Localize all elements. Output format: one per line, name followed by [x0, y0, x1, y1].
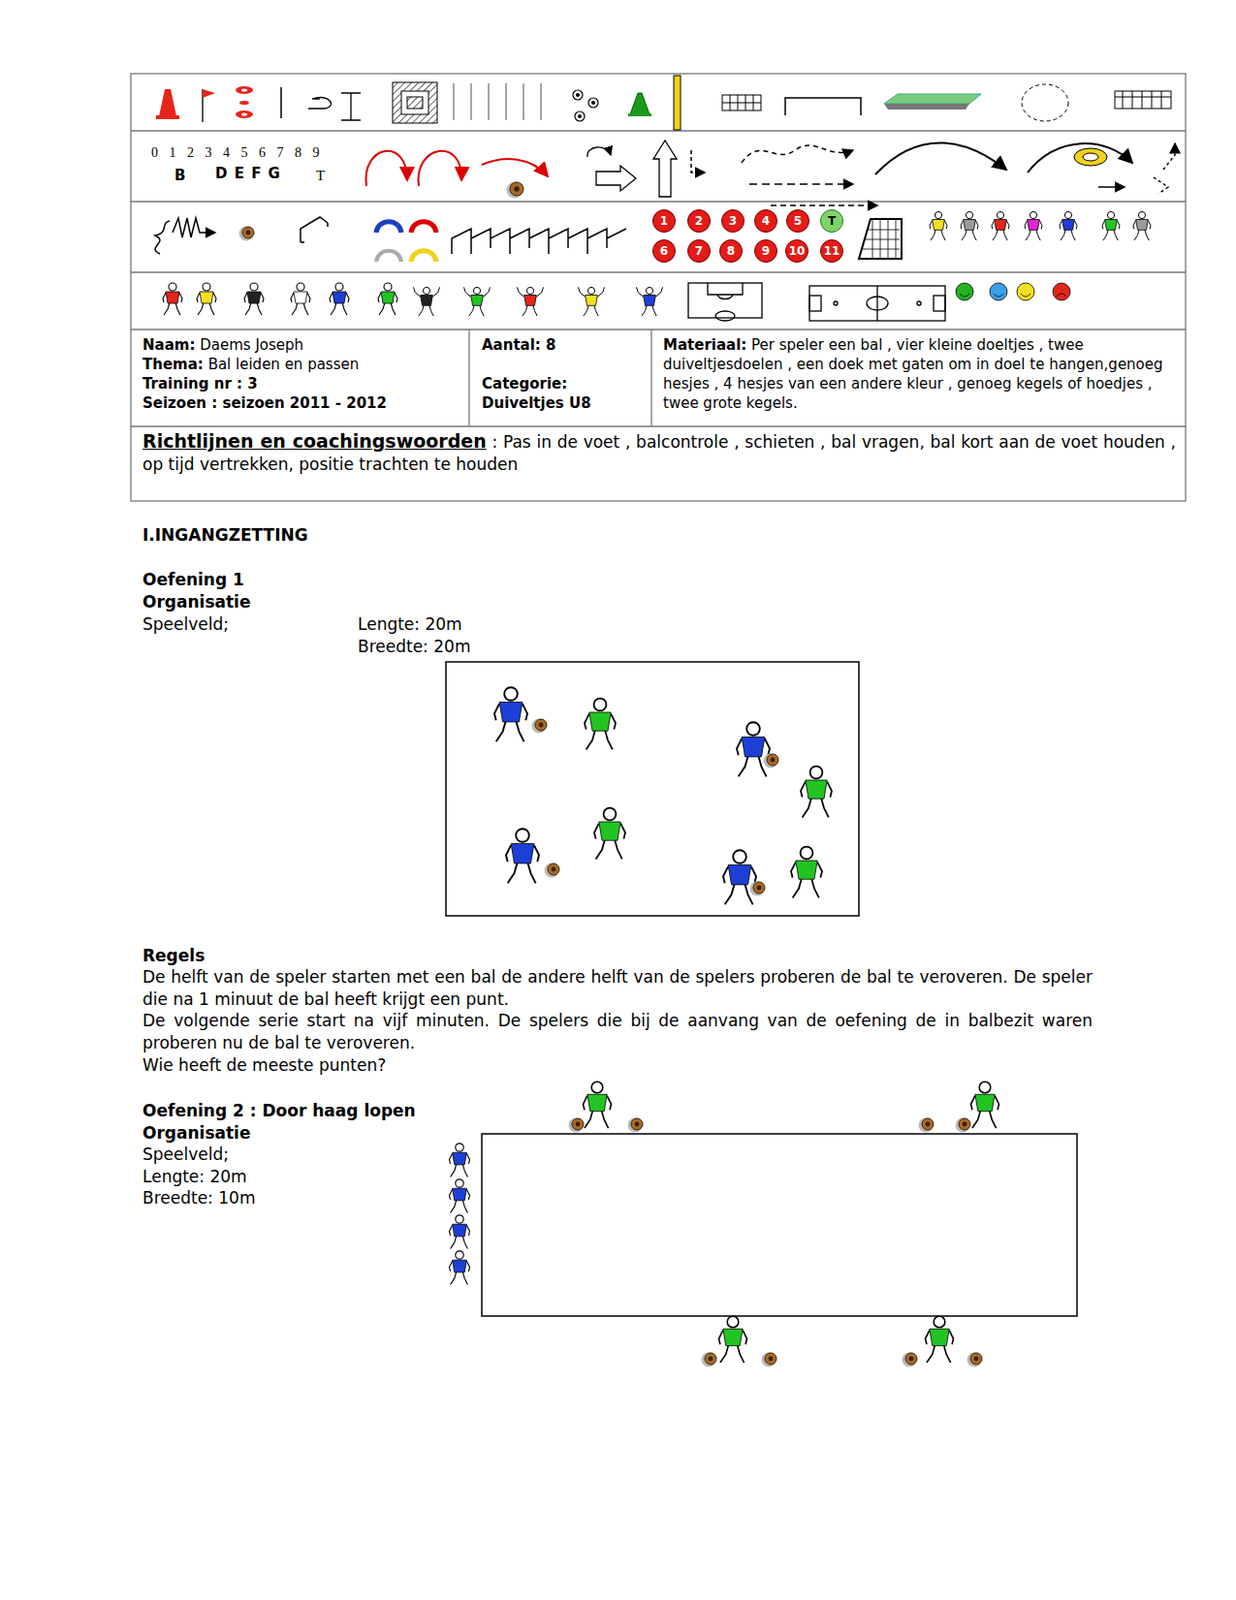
- body-text: Wie heeft de meeste punten?: [142, 1054, 386, 1078]
- heading: Oefening 1: [142, 569, 245, 592]
- table-grid: [130, 73, 1186, 502]
- body-text: Lengte: 20m: [357, 613, 463, 636]
- text-line: Seizoen : seizoen 2011 - 2012: [142, 393, 463, 413]
- coaching-heading: Richtlijnen en coachingswoorden: [142, 430, 487, 452]
- text-line: Duiveltjes U8: [481, 393, 645, 413]
- body-text: Speelveld;: [142, 1143, 229, 1167]
- number-circle: 2: [687, 209, 711, 233]
- cell-text: Daems Joseph: [199, 336, 304, 354]
- text-line: Training nr : 3: [142, 374, 463, 394]
- heading: Regels: [142, 945, 205, 968]
- heading: I.INGANGZETTING: [142, 524, 309, 547]
- cell-text: Aantal: 8: [481, 336, 557, 354]
- circle-number: 5: [793, 214, 802, 228]
- symbol-text: 0 1 2 3 4 5 6 7 8 9: [151, 141, 324, 164]
- cell-text: Seizoen : seizoen 2011 - 2012: [142, 394, 387, 412]
- number-circle: 6: [652, 239, 676, 263]
- circle-number: 4: [761, 214, 770, 228]
- number-circle: T: [820, 209, 844, 233]
- body-text: Breedte: 20m: [357, 635, 471, 659]
- circle-number: 1: [660, 214, 668, 228]
- cell-text: Duiveltjes U8: [481, 394, 592, 412]
- cell-text: Materiaal:: [663, 336, 747, 354]
- circle-number: 10: [789, 244, 806, 258]
- body-text: Speelveld;: [142, 613, 229, 636]
- text-line: Naam: Daems Joseph: [142, 335, 463, 355]
- symbol-text: D E F G: [215, 162, 282, 186]
- text-line: Categorie:: [481, 374, 645, 394]
- number-circle: 1: [652, 209, 676, 233]
- cell-text: Bal leiden en passen: [208, 355, 360, 374]
- heading: Organisatie: [142, 1122, 251, 1145]
- smiley: [955, 283, 1071, 301]
- heading: Oefening 2 : Door haag lopen: [142, 1100, 416, 1123]
- cell-text: Naam:: [142, 336, 195, 354]
- body-text: Breedte: 10m: [142, 1187, 255, 1210]
- number-circle: 5: [786, 209, 810, 233]
- text-line: [481, 354, 645, 375]
- symbol-row: [688, 283, 946, 321]
- circle-number: 3: [728, 214, 737, 228]
- circle-number: 8: [727, 244, 735, 258]
- text-line: Thema: Bal leiden en passen: [142, 354, 463, 375]
- cell-text: Thema:: [142, 355, 204, 374]
- coaching-box: Richtlijnen en coachingswoorden : Pas in…: [142, 430, 1176, 499]
- body-text: De helft van de speler starten met een b…: [142, 966, 1093, 1012]
- number-circle: 7: [687, 239, 711, 263]
- circle-number: 6: [660, 244, 668, 258]
- cell-text: Categorie:: [481, 375, 568, 393]
- info-cell: Materiaal: Per speler een bal , vier kle…: [663, 335, 1177, 423]
- number-circle: 10: [785, 239, 809, 263]
- circle-number: 11: [824, 244, 841, 258]
- number-circle: 8: [719, 239, 743, 263]
- circle-number: 7: [695, 244, 703, 258]
- symbol-row: [365, 140, 1175, 197]
- body-text: De volgende serie start na vijf minuten.…: [142, 1010, 1093, 1055]
- symbol-row: [156, 75, 1172, 130]
- number-circle: 9: [754, 239, 778, 263]
- playing-field: [445, 662, 859, 917]
- info-cell: Naam: Daems JosephThema: Bal leiden en p…: [142, 335, 463, 423]
- text-line: Aantal: 8: [481, 335, 645, 355]
- heading: Organisatie: [142, 591, 251, 614]
- body-text: Lengte: 20m: [142, 1166, 248, 1189]
- number-circle: 3: [721, 209, 745, 233]
- playing-field: [481, 1134, 1078, 1317]
- circle-number: 2: [695, 214, 703, 228]
- cell-text: Training nr : 3: [142, 375, 258, 393]
- circle-number: T: [827, 214, 836, 228]
- info-cell: Aantal: 8 Categorie:Duiveltjes U8: [481, 335, 645, 423]
- symbol-text: T: [316, 164, 325, 188]
- symbol-row: [155, 205, 902, 262]
- circle-number: 9: [761, 244, 770, 258]
- symbol-text: B: [174, 164, 186, 188]
- number-circle: 11: [820, 239, 844, 263]
- number-circle: 4: [754, 209, 778, 233]
